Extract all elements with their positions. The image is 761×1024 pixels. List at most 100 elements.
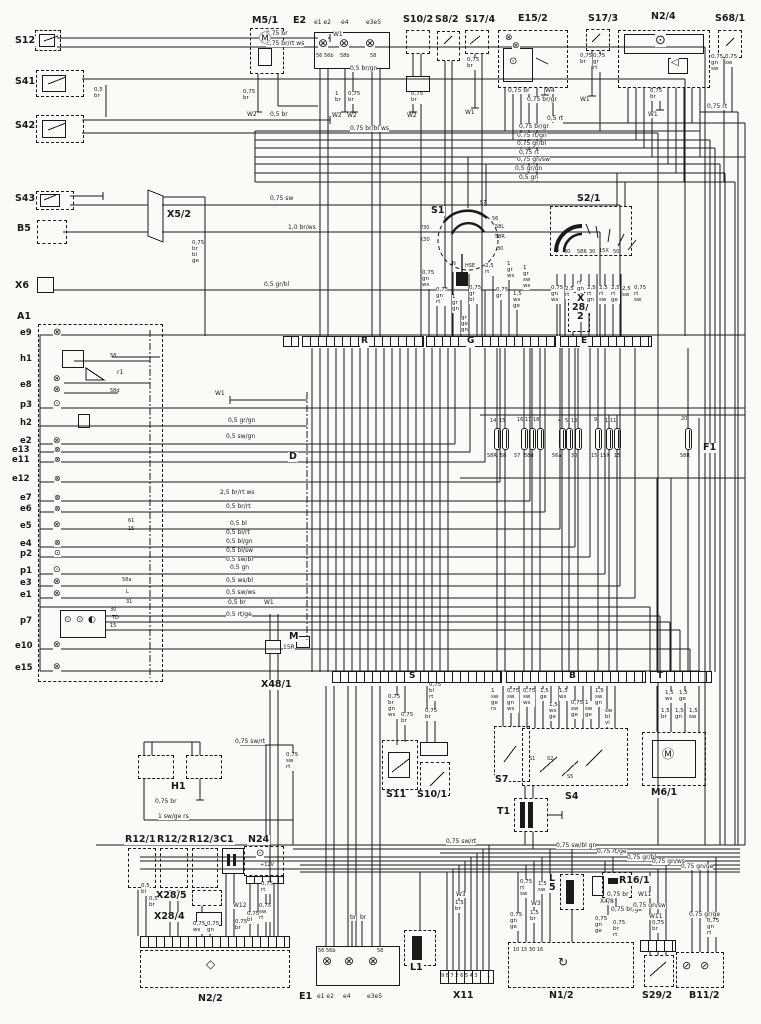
s10-2-switch (406, 30, 430, 54)
wire-label: e3e5 (366, 19, 382, 27)
label-p2: p2 (20, 549, 32, 560)
s42-inner (42, 120, 66, 138)
wire-label: 0,75 sw (725, 54, 738, 67)
s4-combination-switch (522, 728, 628, 786)
wire-label: 0,75 sw ws (523, 688, 536, 707)
label-e2: E2 (292, 15, 308, 27)
s42-switch (36, 115, 84, 143)
wire-label: W4 (545, 87, 555, 95)
lamp-icon: ⊗ (512, 41, 520, 51)
label-r12-1: R12/1 (124, 834, 157, 846)
wire-label: 61 (128, 518, 135, 524)
wire-label: e1 e2 (317, 993, 334, 1001)
wire-label: e4 (343, 993, 351, 1001)
wire-label: 0,5 gn (230, 564, 250, 572)
wire-label: 0,75 br (235, 919, 248, 932)
l5-coil (560, 874, 584, 910)
label-s7: S7 (494, 774, 510, 786)
r12-2-plug (160, 848, 188, 888)
wire-label: br (360, 914, 367, 922)
wire-label: 58L (495, 224, 505, 230)
wire-label: 1 (487, 973, 491, 979)
label-x48-1: X48/1 (260, 679, 293, 691)
s10-1-upper (420, 742, 448, 756)
wire-label: 58a (122, 577, 132, 583)
lamp-icon: ⊗ (53, 520, 61, 530)
label-e15-2: E15/2 (517, 13, 549, 25)
label-l: L (548, 873, 557, 885)
fuse-9 (595, 428, 602, 450)
wire-label: W1 (648, 111, 658, 119)
label-s17-3: S17/3 (587, 13, 620, 25)
wire-label: 0,5 gr/bl (264, 281, 290, 289)
wire-label: 0,5 br (228, 599, 246, 607)
label-x28-5: X28/5 (155, 890, 188, 902)
wire-label: 1,5 ws ge (549, 702, 558, 721)
s8-2-switch (437, 31, 460, 61)
wire-label: 1,5 br (661, 708, 670, 721)
s41-switch (36, 70, 84, 97)
s17-4-switch (465, 30, 489, 54)
wire-label: 0,75 br (401, 712, 414, 725)
wire-label: 0,5 br (94, 87, 103, 100)
wire-label: 56a (552, 453, 562, 459)
wire-label: 15 (499, 418, 506, 424)
wire-label: S2 (547, 756, 554, 762)
wire-label: 1,5 br (530, 910, 539, 923)
wire-label: 15X (600, 453, 610, 459)
wire-label: 58b (340, 53, 350, 59)
wire-label: 30 (571, 453, 578, 459)
fuse-14 (494, 428, 501, 450)
wire-label: 0,75 rt (519, 149, 540, 157)
lamp-icon: ⊗ (344, 954, 355, 968)
label-r16-1: R16/1 (618, 875, 651, 887)
wire-label: W12 (233, 902, 247, 910)
lamp-icon: ⊗ (54, 493, 61, 502)
wire-label: 0,5 ws/bl (226, 577, 253, 585)
wire-label: 1,5 ws ge (513, 291, 522, 310)
fuse-5 (566, 428, 573, 450)
wire-label: 58R (577, 249, 587, 255)
wire-label: 30 (497, 246, 504, 252)
wire-label: 0,75 rt sw (634, 285, 647, 304)
label-e7: e7 (20, 493, 32, 504)
e15-2-inner (503, 48, 533, 82)
wire-label: 0,5 rt/ge (226, 611, 252, 619)
wire-label: 0,5 sw/bl (226, 556, 253, 564)
wire-label: 0,5 bl (141, 883, 150, 896)
e15-2-unit (498, 30, 568, 88)
s29-2-pin-strip (640, 940, 676, 952)
wire-label: 0,75 gn/sw (517, 156, 550, 164)
n1-2-control-unit (508, 942, 634, 988)
wire-label: 1 br (335, 91, 341, 104)
label-p1: p1 (20, 566, 32, 577)
wire-label: 4 (558, 418, 562, 424)
wire-label: K30 (420, 237, 430, 243)
wire-label: 0,75 sw/bl gn (556, 842, 597, 850)
wire-label: 57 (514, 453, 521, 459)
motor-icon: Ⓜ (662, 747, 675, 761)
wire-label: 0,75 gr/ge (689, 911, 721, 919)
n2-4-control-unit (618, 30, 710, 88)
wire-label: W1 (465, 109, 475, 117)
sensor-icon: ⊘ (700, 959, 710, 972)
label-e5: e5 (20, 521, 32, 532)
wire-label: 0,5 gr/gn (228, 417, 256, 425)
wire-label: 0,5 br (270, 111, 288, 119)
connector-strip-s (332, 671, 502, 683)
label-s68-1: S68/1 (714, 13, 747, 25)
fuse-4 (559, 428, 566, 450)
lamp-icon: ⊗ (365, 36, 376, 50)
label-m: M (288, 631, 300, 643)
wire-label: 1,5 ge (540, 688, 549, 701)
fuse-17 (529, 428, 536, 450)
wire-label: e4 (341, 19, 349, 27)
p7-gauge-block (60, 610, 106, 638)
wire-label: 0,75 br/rt ws (266, 40, 305, 48)
wire-label: 0,75 gn ge (510, 912, 523, 931)
h1-lighter-b (186, 755, 222, 779)
label-p3: p3 (20, 400, 32, 411)
wire-label: 0,75 sw/rt (446, 838, 477, 846)
wire-label: W2 (347, 112, 357, 120)
wire-label: 0,75 br (607, 891, 629, 899)
